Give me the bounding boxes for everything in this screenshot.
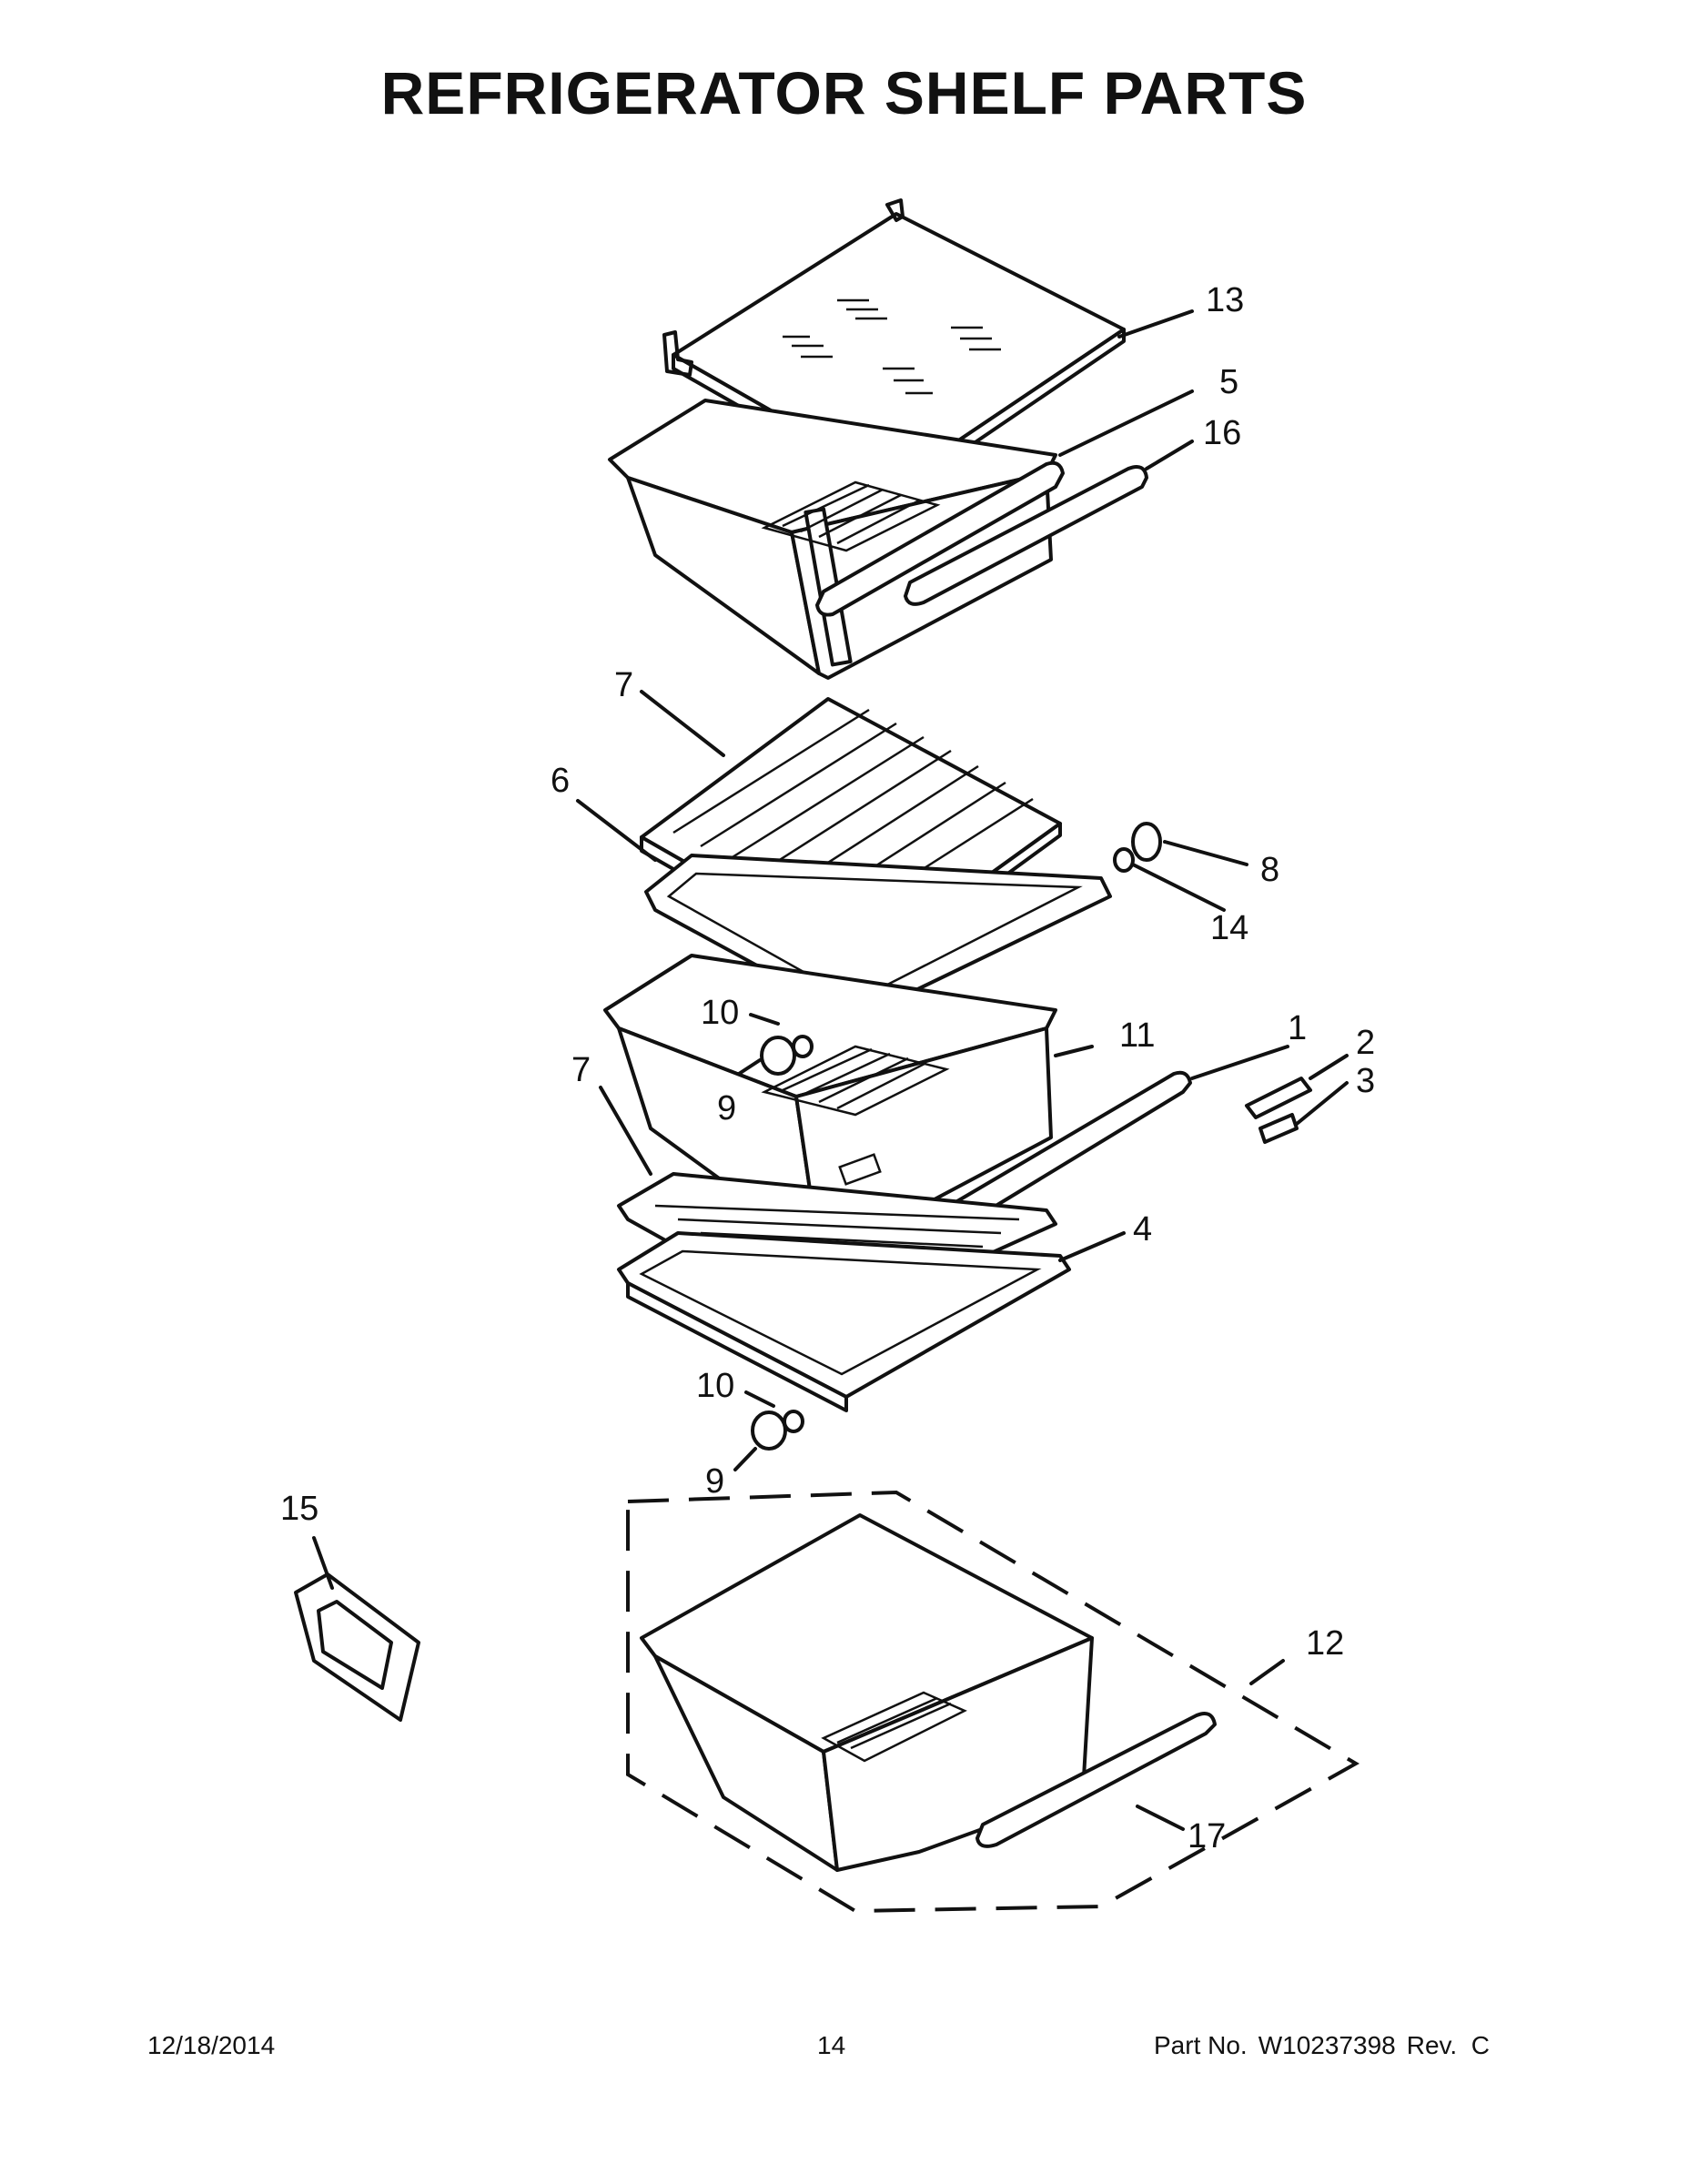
callout-15: 15: [280, 1490, 318, 1528]
callout-9-lower: 9: [705, 1462, 724, 1501]
nameplate-part-15: [294, 1572, 420, 1722]
callout-10-lower: 10: [696, 1367, 734, 1405]
part-number: W10237398: [1258, 2031, 1396, 2059]
handle-part-16: [904, 465, 1148, 606]
glide-part-9-lower: [751, 1410, 804, 1451]
callout-7-upper: 7: [614, 666, 633, 704]
callout-4: 4: [1133, 1210, 1152, 1249]
crisper-drawer-upper: [608, 399, 1057, 680]
callout-1: 1: [1288, 1009, 1307, 1047]
callout-16: 16: [1203, 414, 1241, 452]
callout-12: 12: [1306, 1624, 1344, 1663]
bracket-part-2: [1245, 1077, 1312, 1119]
drawer-front-trim-part-5: [815, 460, 1065, 617]
callout-14: 14: [1210, 909, 1248, 947]
footer-part-number: Part No. W10237398 Rev. C: [1154, 2031, 1501, 2060]
callout-9-upper: 9: [717, 1089, 736, 1127]
glide-part-9-upper: [760, 1035, 814, 1076]
callout-17: 17: [1188, 1817, 1226, 1855]
callout-8: 8: [1260, 851, 1279, 889]
part-revision: Rev. C: [1406, 2031, 1490, 2059]
leader-lines: [312, 309, 1349, 1831]
callout-labels: 13 5 16 7 6 8 14 10 11 1 2 3 9 7 4 10 9 …: [280, 281, 1375, 1855]
glide-part-8: [1113, 822, 1162, 873]
callout-11: 11: [1119, 1016, 1155, 1055]
callout-13: 13: [1206, 281, 1244, 319]
callout-6: 6: [551, 762, 570, 800]
clip-part-3: [1258, 1113, 1299, 1144]
footer-page-number: 14: [817, 2031, 846, 2059]
shelf-frame-part-6: [644, 854, 1112, 1021]
callout-5: 5: [1219, 363, 1238, 401]
drawer-assembly-part-12: [626, 1490, 1360, 1914]
footer-date: 12/18/2014: [147, 2031, 276, 2059]
handle-part-17: [975, 1712, 1217, 1848]
callout-3: 3: [1356, 1062, 1375, 1100]
callout-10-upper: 10: [701, 994, 739, 1032]
part-prefix: Part No.: [1154, 2031, 1248, 2059]
shelf-frame-part-4: [617, 1231, 1071, 1412]
callout-7-lower: 7: [571, 1051, 591, 1089]
page-title: REFRIGERATOR SHELF PARTS: [380, 59, 1308, 126]
callout-2: 2: [1356, 1024, 1375, 1062]
